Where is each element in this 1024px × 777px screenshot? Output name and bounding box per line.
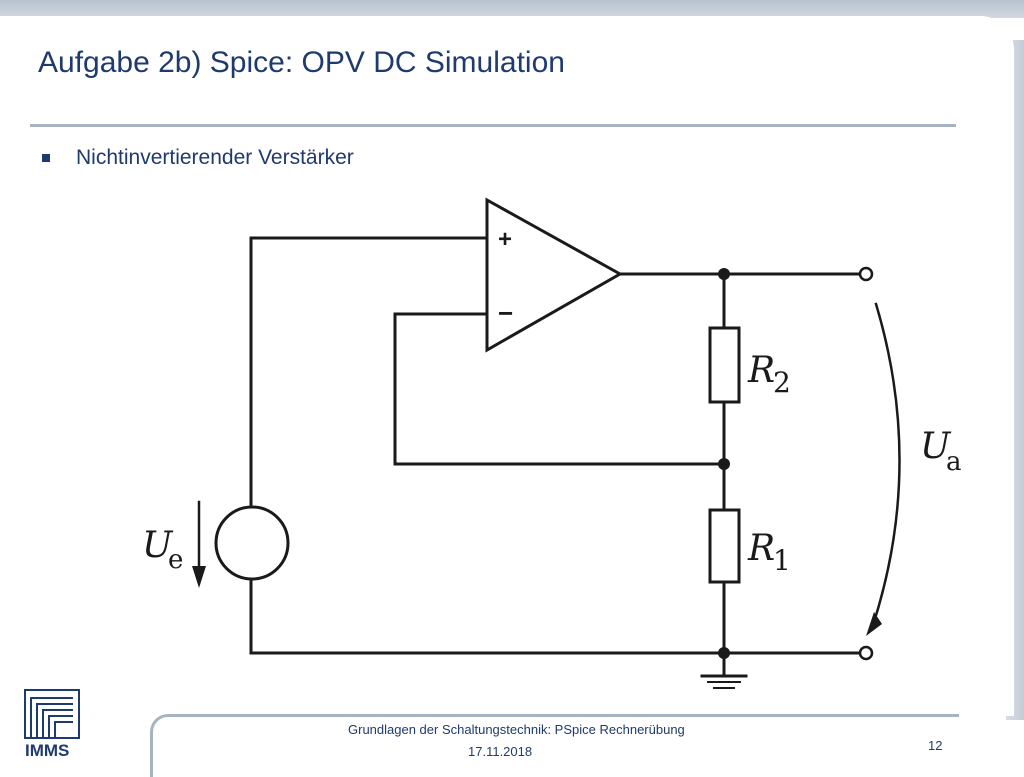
label-ua-symbol: U xyxy=(920,426,952,467)
footer-course: Grundlagen der Schaltungstechnik: PSpice… xyxy=(348,722,685,737)
label-ue: U e xyxy=(142,525,183,575)
label-ua: U a xyxy=(920,426,962,477)
label-r1-sub: 1 xyxy=(773,544,791,577)
bullet-text: Nichtinvertierender Verstärker xyxy=(76,146,354,169)
slide-title: Aufgabe 2b) Spice: OPV DC Simulation xyxy=(38,46,565,79)
junction-ground xyxy=(718,647,730,659)
junction-middle xyxy=(718,458,730,470)
bullet-square-icon xyxy=(42,154,50,162)
label-r2-sub: 2 xyxy=(773,366,791,399)
opamp-minus-sign: − xyxy=(498,298,513,328)
wire-feedback xyxy=(393,312,726,466)
page-number: 12 xyxy=(928,738,943,753)
ua-arrowhead xyxy=(866,612,882,636)
junction-output xyxy=(718,268,730,280)
terminal-top xyxy=(858,266,874,282)
logo-stripe-1 xyxy=(30,697,73,738)
footer-frame xyxy=(150,714,959,777)
top-band xyxy=(0,0,1024,18)
opamp-triangle xyxy=(485,197,624,353)
resistor-r1 xyxy=(708,508,741,584)
logo-stripe-5 xyxy=(54,721,73,738)
logo-stripe-3 xyxy=(42,709,73,738)
voltage-source xyxy=(214,505,290,581)
label-r2-symbol: R xyxy=(747,350,775,391)
logo-stripe-4 xyxy=(48,715,73,738)
resistor-r2 xyxy=(708,326,741,404)
wire-ground xyxy=(249,580,860,655)
bullet-item: Nichtinvertierender Verstärker xyxy=(42,146,354,170)
footer-date: 17.11.2018 xyxy=(468,744,533,759)
title-rule xyxy=(30,124,956,127)
terminal-bottom xyxy=(858,645,874,661)
opamp-plus-sign: + xyxy=(498,226,512,253)
imms-logo: IMMS xyxy=(24,689,80,758)
logo-stripe-2 xyxy=(36,703,73,738)
label-ue-sub: e xyxy=(168,545,183,575)
ua-arrow xyxy=(872,302,901,624)
label-r1: R 1 xyxy=(747,528,791,577)
logo-text: IMMS xyxy=(25,741,69,758)
ue-arrowhead xyxy=(192,566,206,588)
slide-frame xyxy=(0,16,1014,716)
wire-plus-input xyxy=(249,236,489,508)
label-ua-sub: a xyxy=(946,447,962,477)
label-ue-symbol: U xyxy=(142,525,174,566)
logo-frame-outer xyxy=(24,689,80,739)
label-r1-symbol: R xyxy=(747,528,775,569)
label-r2: R 2 xyxy=(747,350,791,399)
